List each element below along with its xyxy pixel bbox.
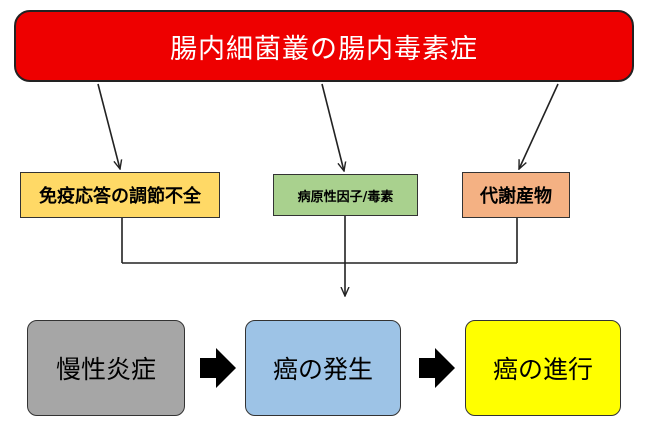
arrow-to-pathogen (321, 83, 344, 171)
stage-box-progress: 癌の進行 (465, 320, 621, 416)
block-arrow-2-icon (419, 348, 455, 388)
cause-box-immune: 免疫応答の調節不全 (20, 172, 220, 218)
banner-title: 腸内細菌叢の腸内毒素症 (170, 33, 478, 65)
cause-box-pathogen: 病原性因子/毒素 (273, 174, 418, 216)
dysbiosis-banner: 腸内細菌叢の腸内毒素症 (14, 10, 634, 82)
stage-label-progress: 癌の進行 (492, 355, 593, 384)
stage-label-onset: 癌の発生 (272, 355, 373, 384)
cause-box-metabolite: 代謝産物 (462, 172, 570, 218)
cause-label-pathogen: 病原性因子/毒素 (297, 189, 394, 205)
stage-label-inflammation: 慢性炎症 (55, 355, 156, 384)
arrow-to-immune (97, 83, 120, 169)
stage-box-onset: 癌の発生 (245, 320, 401, 416)
cause-label-metabolite: 代謝産物 (480, 186, 552, 207)
stage-box-inflammation: 慢性炎症 (27, 320, 185, 416)
cause-label-immune: 免疫応答の調節不全 (39, 186, 201, 207)
block-arrow-1-icon (200, 348, 236, 388)
arrow-to-metabolite (518, 83, 559, 169)
